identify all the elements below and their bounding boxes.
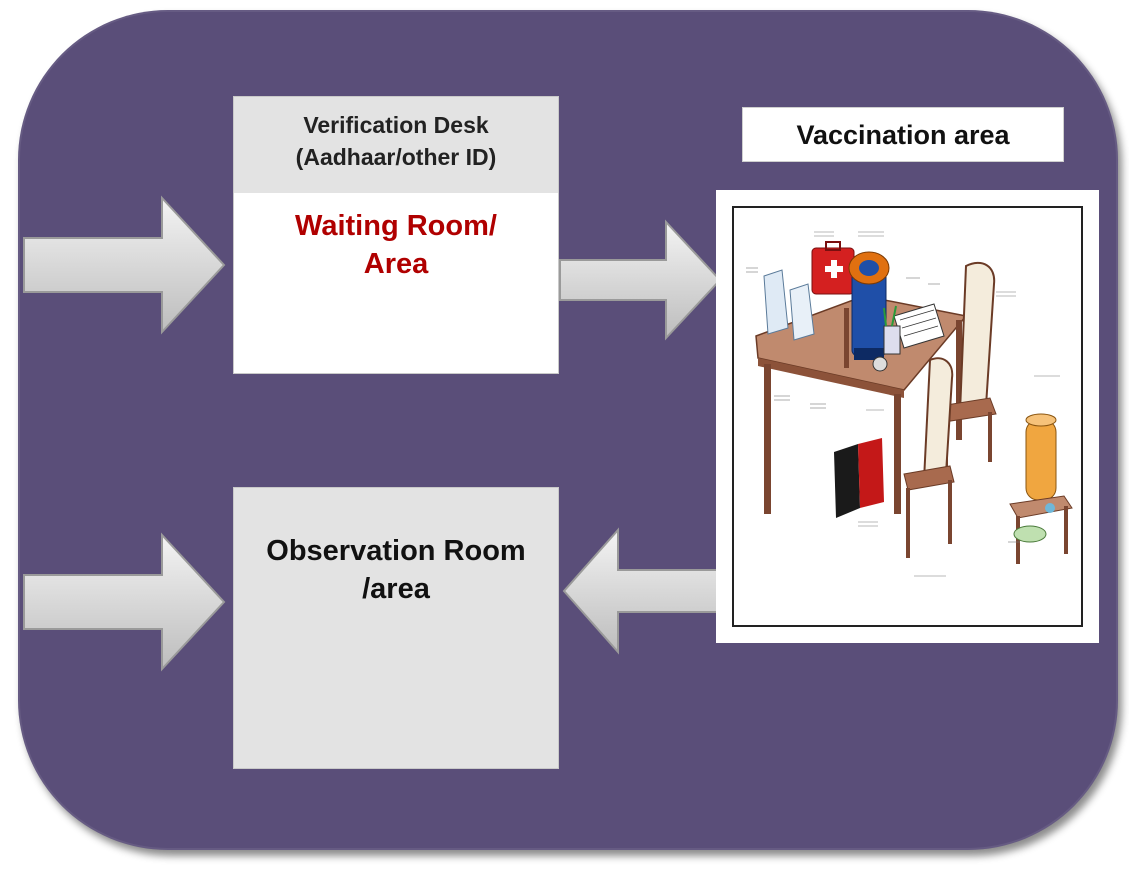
anaphylaxis-kit-icon <box>811 241 855 295</box>
observation-title: Observation Room /area <box>234 532 558 608</box>
entry-arrow-bottom <box>23 532 226 672</box>
vaccination-label: Vaccination area <box>796 120 1010 150</box>
hub-cutter-icon <box>872 305 901 372</box>
basin-icon <box>1013 503 1055 543</box>
verification-header <box>234 97 558 193</box>
waiting-label-line2: Area <box>363 248 429 280</box>
waiting-label-line1: Waiting Room/ <box>295 210 497 242</box>
observation-title-line2: /area <box>362 573 430 605</box>
tally-sheet-icon <box>893 303 945 349</box>
observation-room-box: Observation Room /area <box>233 487 559 769</box>
vaccination-illustration-frame <box>716 190 1099 643</box>
entry-arrow-top <box>23 195 226 335</box>
waiting-room-label: Waiting Room/ Area <box>234 207 558 283</box>
vaccine-carrier-icon <box>848 251 890 360</box>
to-observation-arrow <box>562 527 719 655</box>
verification-title: Verification Desk (Aadhaar/other ID) <box>234 109 558 173</box>
chair-icon <box>903 261 997 558</box>
stool-icon <box>1009 495 1073 564</box>
water-container-icon <box>1025 413 1057 501</box>
to-vaccination-arrow <box>559 219 722 341</box>
verification-desk-box: Verification Desk (Aadhaar/other ID) Wai… <box>233 96 559 374</box>
verification-title-line1: Verification Desk <box>303 112 489 138</box>
illustration-annotations <box>746 231 1060 577</box>
vaccination-illustration <box>732 206 1083 627</box>
black-bag-icon <box>834 444 860 518</box>
observation-title-line1: Observation Room <box>266 535 526 567</box>
red-bag-icon <box>858 438 884 508</box>
verification-title-line2: (Aadhaar/other ID) <box>295 144 497 170</box>
vaccination-label-box: Vaccination area <box>742 107 1064 162</box>
syringe-box-icon <box>763 269 815 341</box>
